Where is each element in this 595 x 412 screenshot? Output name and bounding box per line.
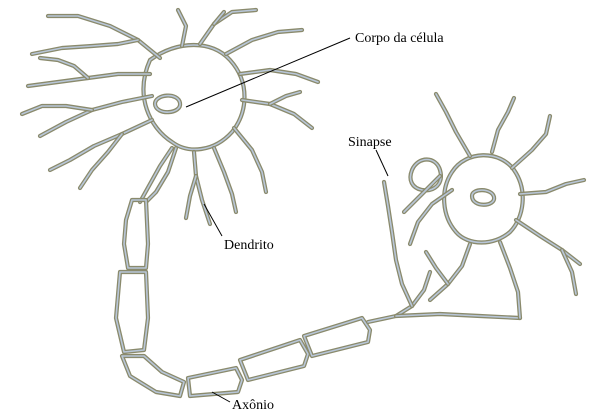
leader-line <box>376 150 388 176</box>
label-cell-body: Corpo da célula <box>355 31 444 46</box>
label-dendrite: Dendrito <box>224 238 274 253</box>
label-synapse: Sinapse <box>348 135 392 150</box>
dendrites-left <box>22 10 318 224</box>
axon-hillock <box>146 148 176 202</box>
myelin-segment <box>124 200 148 268</box>
label-axon: Axônio <box>232 398 274 412</box>
label-leaders <box>186 38 388 402</box>
neuron-right <box>404 94 584 318</box>
neuron-left <box>22 10 318 224</box>
axon-terminal-fiber <box>384 182 412 306</box>
dendrites-right <box>404 94 584 318</box>
axon-myelin-sheath <box>116 182 520 396</box>
